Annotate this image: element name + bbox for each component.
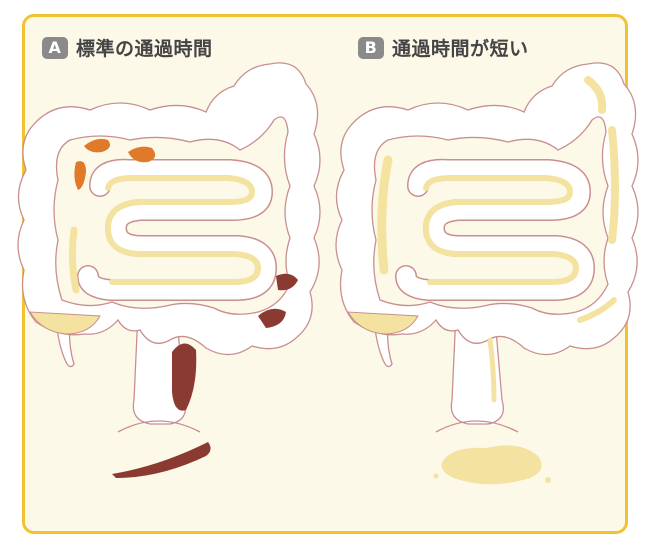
panel-b-intestine <box>336 63 638 484</box>
intestine-diagrams <box>0 0 653 508</box>
panel-a-stool-rectum <box>172 343 196 410</box>
panel-a-intestine <box>18 63 320 478</box>
panel-b-liquid-descending <box>612 130 615 240</box>
panel-a-liquid-ascending <box>72 230 76 290</box>
panel-b-droplet-2 <box>434 474 439 479</box>
panel-a-stool-expelled <box>112 442 211 478</box>
panel-b-droplet-1 <box>545 477 551 483</box>
panel-b-puddle <box>442 445 542 484</box>
